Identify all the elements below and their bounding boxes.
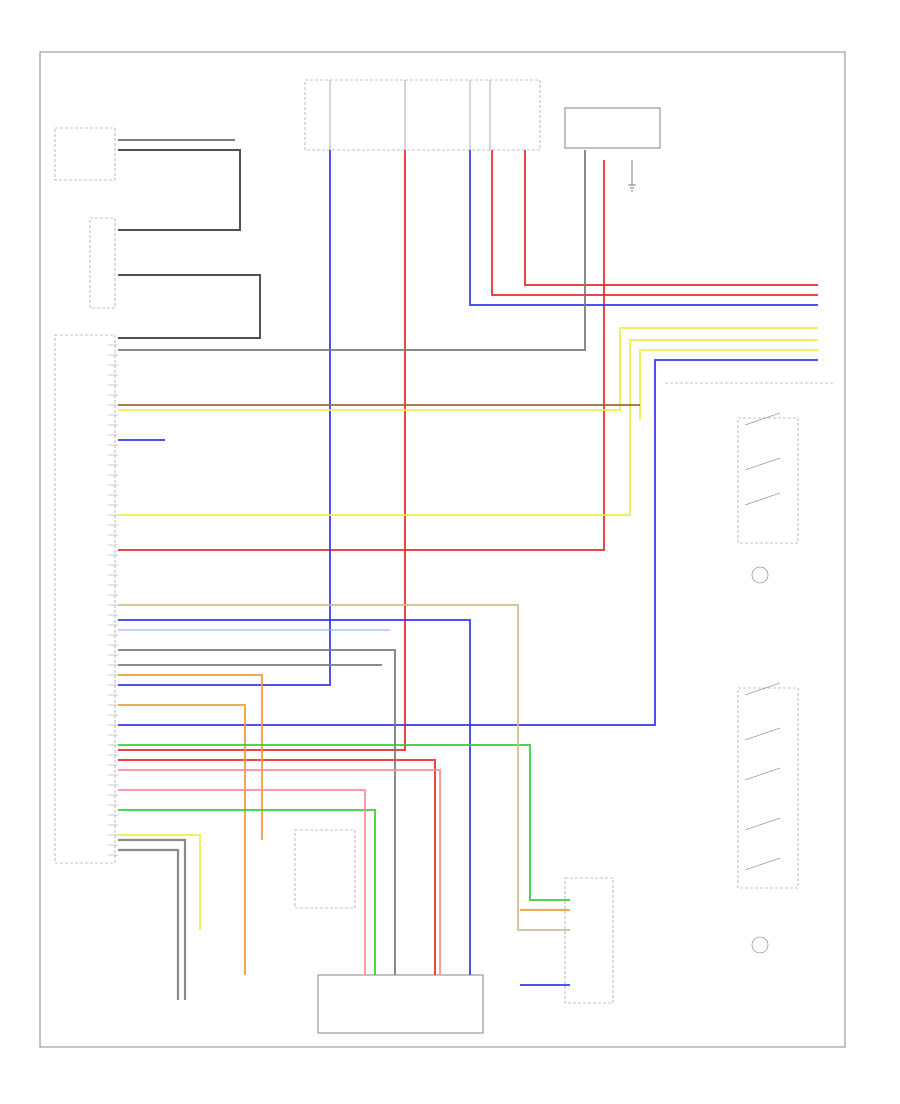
green-wire (118, 809, 376, 975)
switch-contact (744, 682, 781, 696)
pink-wire (118, 769, 441, 975)
switch-contact (744, 767, 781, 781)
pink-wire (118, 789, 366, 975)
tan-wire (118, 604, 570, 931)
blue-wire (118, 619, 471, 975)
diagram-frame (39, 51, 846, 1048)
switch-contact (744, 857, 781, 871)
gray-wire (118, 838, 187, 1000)
switch-contact (744, 727, 781, 741)
switch-group-upper (737, 417, 799, 544)
module-left-mid (89, 217, 116, 309)
module-upper-left (54, 127, 116, 181)
yellow-wire (118, 327, 818, 411)
switch-contact (744, 457, 781, 471)
speaker-lower (751, 936, 769, 954)
orange-wire (118, 704, 246, 975)
bottom-connector (317, 974, 484, 1034)
switch-box (564, 107, 661, 149)
main-connector (54, 334, 116, 864)
switch-contact (744, 492, 781, 506)
red-wire (118, 150, 406, 751)
orange-wire (118, 674, 263, 840)
dark-wire (118, 149, 241, 231)
dark-wire (118, 274, 261, 339)
red-wire (524, 150, 818, 286)
red-wire (118, 759, 436, 975)
gray-wire (118, 150, 586, 351)
gray-wire (118, 649, 396, 975)
yellow-wire (639, 349, 818, 420)
ground-symbol (628, 160, 636, 192)
red-wire (118, 160, 605, 551)
switch-contact (744, 412, 781, 426)
blue-wire (118, 359, 818, 726)
blue-wire (118, 150, 331, 686)
module-bottom-mid (294, 829, 356, 909)
wire-group (108, 139, 818, 1000)
antenna-module (564, 877, 614, 1004)
yellow-wire (118, 339, 818, 516)
red-wire (491, 150, 818, 296)
fuse-junction-box (304, 79, 541, 151)
gray-wire (118, 848, 180, 1000)
yellow-wire (118, 834, 201, 930)
switch-contact (744, 817, 781, 831)
green-wire (118, 744, 570, 901)
switch-group-lower (737, 687, 799, 889)
speaker-upper (751, 566, 769, 584)
blue-wire (469, 150, 818, 306)
